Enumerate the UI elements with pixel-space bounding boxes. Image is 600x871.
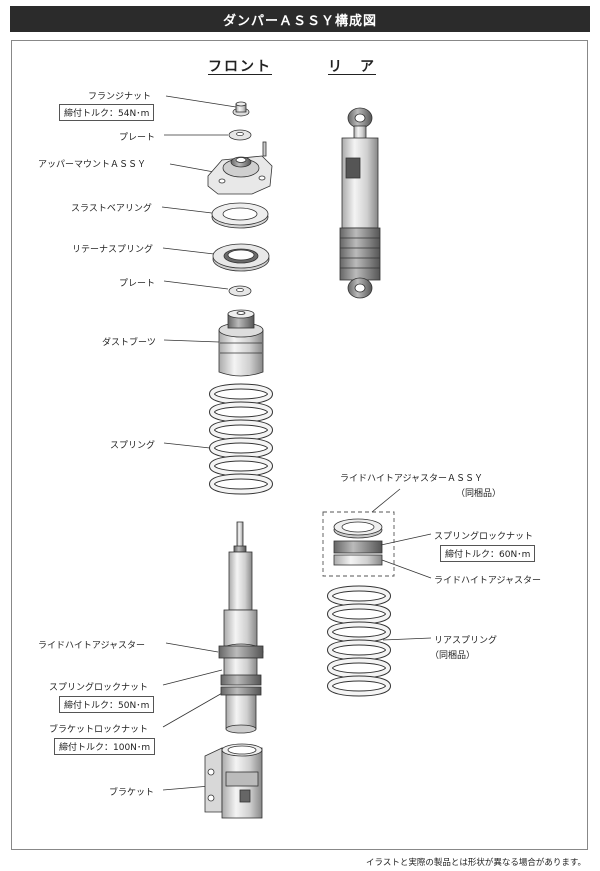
bracket-part: [204, 743, 263, 819]
plate-upper-part: [228, 129, 252, 141]
plate-lower-part: [228, 285, 252, 297]
label-rear-spring: リアスプリング: [434, 636, 498, 646]
torque-spring-lock-nut: 締付トルク：50N･m: [59, 696, 155, 713]
front-spring-part: [209, 383, 274, 495]
diagram-frame: [11, 40, 588, 850]
rear-damper-part: [339, 107, 381, 299]
label-flange-nut: フランジナット: [88, 92, 152, 102]
thrust-bearing-part: [211, 202, 269, 229]
footer-note: イラストと実際の製品とは形状が異なる場合があります。: [366, 858, 586, 868]
rear-ride-height-assy-part: [333, 518, 383, 566]
label-rear-spring-lock-nut: スプリングロックナット: [434, 532, 534, 542]
page-title: ダンパーＡＳＳＹ構成図: [10, 6, 590, 32]
label-thrust-bearing: スラストベアリング: [71, 204, 152, 214]
torque-flange-nut: 締付トルク：54N･m: [59, 104, 155, 121]
label-bracket: ブラケット: [109, 788, 155, 798]
rear-spring-part: [327, 585, 392, 697]
upper-mount-part: [207, 141, 273, 195]
label-rear-ride-height-assy-note: （同梱品）: [456, 489, 502, 499]
front-damper-part: [218, 521, 264, 734]
label-bracket-lock-nut: ブラケットロックナット: [49, 725, 149, 735]
label-dust-boot: ダストブーツ: [102, 338, 156, 348]
rear-heading: リ ア: [328, 59, 376, 75]
flange-nut-part: [232, 101, 250, 117]
label-spring: スプリング: [110, 441, 156, 451]
label-upper-mount: アッパーマウントＡＳＳＹ: [38, 160, 147, 170]
label-rear-ride-height-assy: ライドハイトアジャスターＡＳＳＹ: [340, 474, 484, 484]
label-rear-spring-note: （同梱品）: [430, 651, 476, 661]
label-retainer-spring: リテーナスプリング: [72, 245, 154, 255]
torque-rear-spring-lock-nut: 締付トルク：60N･m: [440, 545, 536, 562]
retainer-spring-part: [212, 243, 270, 272]
label-spring-lock-nut: スプリングロックナット: [49, 683, 149, 693]
label-ride-height-adjuster: ライドハイトアジャスター: [38, 641, 146, 651]
front-leader-lines: [161, 95, 237, 791]
front-heading: フロント: [208, 59, 272, 75]
dust-boot-part: [218, 309, 264, 377]
label-plate-upper: プレート: [119, 133, 156, 143]
rear-leader-lines: [371, 488, 432, 641]
label-plate-lower: プレート: [119, 279, 156, 289]
torque-bracket-lock-nut: 締付トルク：100N･m: [54, 738, 156, 755]
rear-assy-dashed-box: [322, 511, 395, 577]
label-rear-ride-height-adjuster: ライドハイトアジャスター: [434, 576, 542, 586]
